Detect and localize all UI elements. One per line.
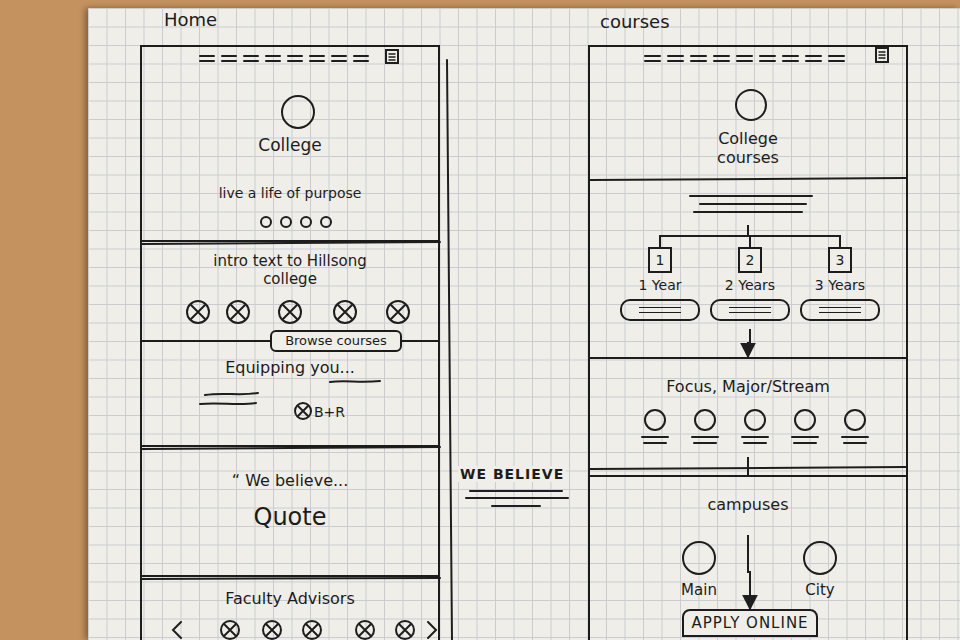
campus-circle: Main: [669, 539, 729, 605]
logo-circle: [736, 90, 766, 120]
circle-outline: [680, 539, 718, 577]
note-label: WE BELIEVE: [458, 466, 566, 482]
circle-outline: [804, 542, 836, 574]
faculty-band: Faculty Advisors: [142, 577, 438, 640]
node-text: intro text to Hillsong college: [192, 252, 388, 288]
crossed-circles: [221, 621, 414, 639]
node-text: College courses: [690, 129, 806, 167]
dot: [301, 217, 311, 227]
circle-outline: [801, 539, 839, 577]
menu-icon: [386, 50, 398, 63]
pill-lines: [729, 307, 772, 313]
node-text: APPLY ONLINE: [691, 614, 808, 632]
content-band: Equipping you... B+R: [142, 342, 438, 447]
menu-icon: [876, 48, 888, 62]
phone-frame: HomeCollegelive a life of purposeintro t…: [140, 45, 440, 640]
menu-lines: [879, 52, 885, 58]
year-box: 1 1 Year: [615, 247, 705, 329]
phone-frame: coursesCollege courses11 Year22 Years33 …: [588, 45, 908, 640]
node-text: City: [805, 581, 834, 599]
pill-shape: [710, 299, 790, 321]
pill-shape: [800, 299, 880, 321]
crossed-circles: [187, 301, 409, 323]
node-text: Equipping you...: [142, 358, 438, 377]
number-box: 2: [738, 247, 762, 273]
pill-lines: [639, 307, 682, 313]
campus-band: campuses: [590, 475, 906, 535]
intro-band: intro text to Hillsong collegeBrowse cou…: [142, 242, 438, 342]
nav-dashes: [200, 56, 368, 61]
double-line: [142, 242, 440, 244]
number-box: 1: [648, 247, 672, 273]
node-text: campuses: [590, 495, 906, 514]
dot: [261, 217, 271, 227]
year-box: 3 3 Years: [795, 247, 885, 329]
node-text: Browse courses: [285, 333, 387, 349]
pill-shape: [620, 299, 700, 321]
node-subtext: Quote: [142, 503, 438, 532]
focus-band: Focus, Major/Stream: [590, 357, 906, 457]
node-text: Focus, Major/Stream: [590, 377, 906, 396]
node-text: “ We believe...: [142, 471, 438, 490]
number-box: 3: [828, 247, 852, 273]
dot: [321, 217, 331, 227]
year-label: 1 Year: [639, 277, 682, 293]
scribble: [200, 381, 380, 404]
apply-button: APPLY ONLINE: [682, 609, 818, 637]
quote-band: “ We believe... Quote: [142, 447, 438, 577]
year-box: 2 2 Years: [705, 247, 795, 329]
circle-outline: [683, 542, 715, 574]
menu-lines: [389, 54, 395, 60]
node-subtext: live a life of purpose: [142, 185, 438, 202]
frame-edge: [447, 60, 452, 640]
node-text: Faculty Advisors: [142, 589, 438, 608]
crossed-circle: [295, 403, 311, 419]
year-label: 3 Years: [815, 277, 865, 293]
connector: [748, 225, 840, 247]
chevrons: [173, 622, 436, 638]
quote-lines: [466, 491, 568, 506]
node-text: College: [142, 135, 438, 155]
connector: [660, 225, 748, 247]
node-subtext: B+R: [314, 404, 345, 421]
dot: [281, 217, 291, 227]
hero-band: College courses: [590, 47, 906, 225]
button: Browse courses: [270, 330, 402, 352]
hero-band: College live a life of purpose: [142, 47, 438, 242]
pill-lines: [819, 307, 862, 313]
logo-circle: [282, 96, 314, 128]
node-text: Home: [164, 9, 217, 31]
connector: [747, 457, 749, 475]
divider: [590, 178, 906, 180]
node-text: courses: [600, 11, 670, 33]
double-line: [142, 447, 440, 579]
focus-circles: [642, 410, 868, 443]
nav-dashes: [645, 56, 844, 61]
scribble: [690, 196, 812, 212]
year-label: 2 Years: [725, 277, 775, 293]
connector: [748, 329, 750, 357]
campus-circle: City: [790, 539, 850, 605]
node-text: Main: [681, 581, 717, 599]
connector: [748, 535, 750, 609]
